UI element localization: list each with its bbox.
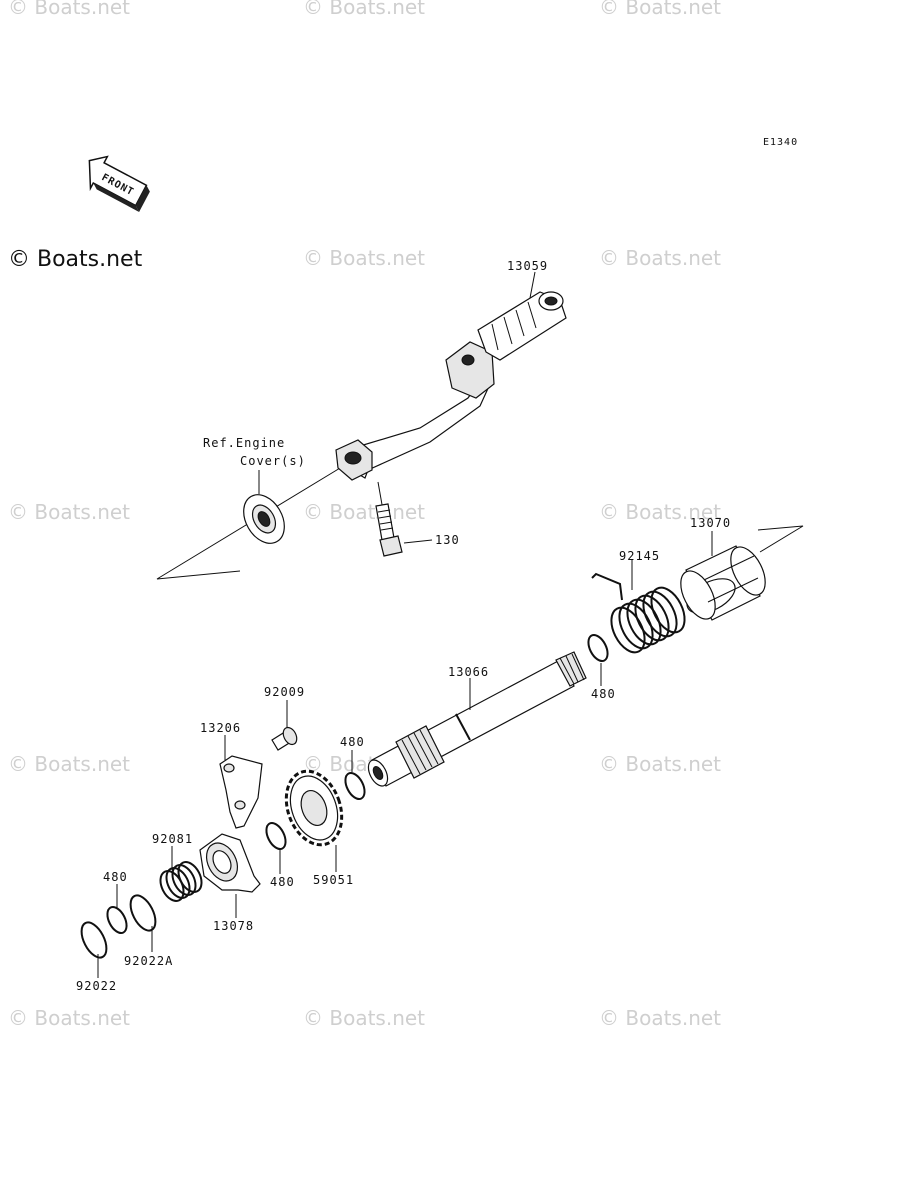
part-number-480-lower: 480 [270,875,295,889]
watermark: © Boats.net [303,1006,425,1030]
kick-gear-part [284,769,344,847]
kick-spring-part [591,572,686,654]
part-number-13070: 13070 [690,516,731,530]
bolt-part [375,503,403,557]
circlip-lower-part [265,822,287,850]
stopper-plate-part [219,755,263,829]
part-number-92022A: 92022A [124,954,173,968]
part-number-480-left: 480 [103,870,128,884]
spring-guide-part [680,545,766,621]
part-number-480: 480 [591,687,616,701]
watermark: © Boats.net [303,500,425,524]
ref-engine-label: Ref.Engine [203,436,285,450]
watermark: © Boats.net [8,0,130,19]
part-number-13066: 13066 [448,665,489,679]
watermark: © Boats.net [8,500,130,524]
washer-92022a-part [129,894,157,932]
part-number-92009: 92009 [264,685,305,699]
part-number-92022: 92022 [76,979,117,993]
part-number-13059: 13059 [507,259,548,273]
part-number-130: 130 [435,533,460,547]
leader-line [529,271,536,299]
part-number-13078: 13078 [213,919,254,933]
right-axis-lines [757,525,804,553]
watermark: © Boats.net [8,752,130,776]
watermark: © Boats.net [599,246,721,270]
kick-pedal-part [335,291,567,481]
ref-cover-label: Cover(s) [240,454,306,468]
watermark: © Boats.net [8,1006,130,1030]
part-number-13206: 13206 [200,721,241,735]
ratchet-part [199,833,261,893]
watermark: © Boats.net [599,752,721,776]
circlip-middle-part [344,772,366,800]
front-arrow-icon: FRONT [88,155,150,212]
diagram-code: E1340 [763,137,798,148]
circlip-left-part [106,906,128,934]
watermark: © Boats.net [599,1006,721,1030]
watermark: © Boats.net [303,246,425,270]
circlip-upper-part [587,634,609,662]
screw-part [271,726,298,751]
watermark: © Boats.net [599,0,721,19]
engine-cover-seal-part [243,494,285,544]
part-number-59051: 59051 [313,873,354,887]
part-number-92081: 92081 [152,832,193,846]
watermark-grid: © Boats.net © Boats.net © Boats.net © Bo… [8,0,721,1030]
leader-line [403,539,433,544]
part-number-480-middle: 480 [340,735,365,749]
spring-92081-part [159,861,203,902]
watermark: © Boats.net [303,0,425,19]
watermark: © Boats.net [599,500,721,524]
washer-92022-part [80,921,108,959]
part-number-92145: 92145 [619,549,660,563]
kick-shaft-part [367,651,587,787]
watermark-main: © Boats.net [8,247,143,272]
